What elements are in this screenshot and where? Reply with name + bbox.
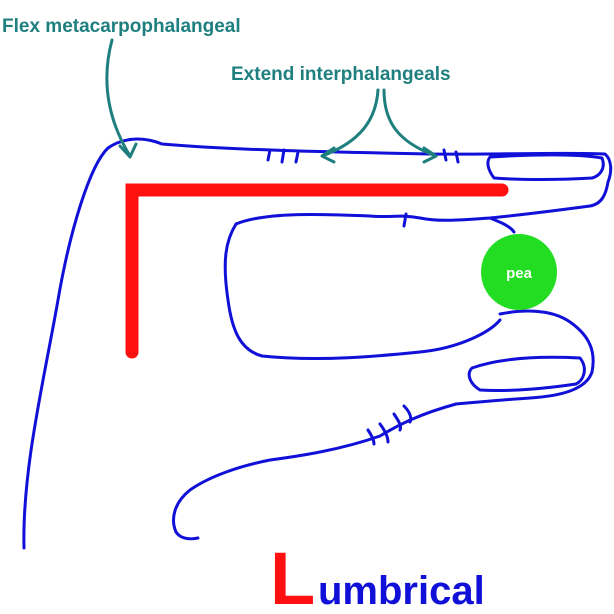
index-finger-outline bbox=[24, 139, 611, 548]
crease-ip-2 bbox=[456, 152, 458, 162]
annotation-arrows bbox=[107, 40, 436, 162]
title-initial: L bbox=[270, 537, 315, 609]
pea-label: pea bbox=[506, 265, 533, 282]
crease-mcp-3 bbox=[296, 152, 298, 162]
thumb-crease-4 bbox=[404, 406, 411, 422]
crease-middle bbox=[404, 214, 406, 226]
middle-finger-outline bbox=[225, 224, 500, 359]
finger-pad-outline bbox=[490, 218, 514, 232]
thumb-crease-1 bbox=[368, 430, 374, 444]
title-rest: umbrical bbox=[318, 569, 485, 609]
thumb-crease-2 bbox=[380, 424, 388, 442]
crease-ip bbox=[444, 150, 446, 160]
crease-mcp-2 bbox=[282, 150, 284, 162]
extend-arrow-right-icon bbox=[384, 90, 436, 156]
flex-mcp-label: Flex metacarpophalangeal bbox=[2, 16, 241, 37]
fingernail-outline bbox=[488, 155, 603, 180]
thumbnail-outline bbox=[469, 357, 584, 390]
extend-arrow-left-icon bbox=[322, 90, 378, 156]
thumb-outline bbox=[174, 311, 594, 539]
extend-ip-label: Extend interphalangeals bbox=[231, 64, 451, 85]
crease-mcp bbox=[268, 150, 270, 160]
hand-outline bbox=[24, 139, 611, 548]
